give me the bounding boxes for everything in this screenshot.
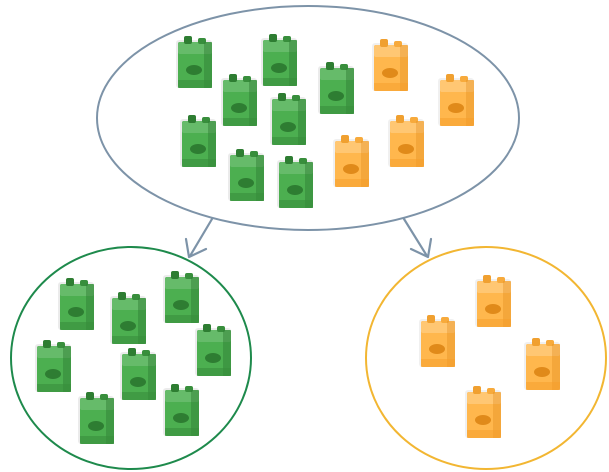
green-cube	[163, 271, 199, 323]
green-group-outline	[10, 246, 252, 470]
orange-cube	[475, 275, 511, 327]
green-cube	[35, 340, 71, 392]
orange-cube	[524, 338, 560, 390]
arrow-to-orange-group	[402, 217, 433, 259]
green-cube	[228, 149, 264, 201]
green-cube	[221, 74, 257, 126]
orange-cube	[388, 115, 424, 167]
green-cube	[58, 278, 94, 330]
green-cube	[277, 156, 313, 208]
green-group	[10, 246, 252, 470]
orange-cube	[465, 386, 501, 438]
green-cube	[176, 36, 212, 88]
orange-group	[365, 246, 607, 470]
green-cube	[163, 384, 199, 436]
green-cube	[261, 34, 297, 86]
green-cube	[180, 115, 216, 167]
orange-cube	[372, 39, 408, 91]
green-cube	[120, 348, 156, 400]
green-cube	[195, 324, 231, 376]
top-group-outline	[96, 5, 520, 231]
arrow-icon	[184, 237, 208, 259]
green-cube	[110, 292, 146, 344]
green-cube	[78, 392, 114, 444]
green-cube	[270, 93, 306, 145]
orange-cube	[419, 315, 455, 367]
arrow-icon	[409, 237, 433, 259]
orange-cube	[333, 135, 369, 187]
top-group	[96, 5, 520, 231]
orange-group-outline	[365, 246, 607, 470]
orange-cube	[438, 74, 474, 126]
green-cube	[318, 62, 354, 114]
arrow-to-green-group	[184, 217, 214, 259]
